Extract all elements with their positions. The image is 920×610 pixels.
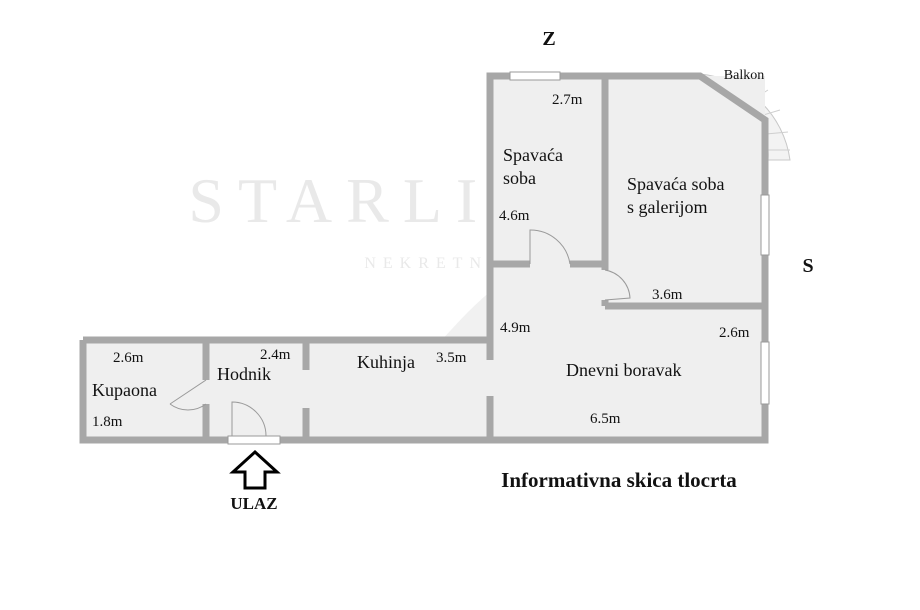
bathroom-dim-height: 1.8m <box>92 414 123 430</box>
bedroom1-label-line1: Spavaća <box>503 145 563 165</box>
living-dim-side: 2.6m <box>719 325 750 341</box>
living-label: Dnevni boravak <box>566 360 681 380</box>
living-dim-width: 6.5m <box>590 411 621 427</box>
bathroom-dim-width: 2.6m <box>113 350 144 366</box>
bedroom2-dim-width: 3.6m <box>652 287 683 303</box>
compass-north: Z <box>542 28 555 50</box>
hallway-dim-width: 2.4m <box>260 347 291 363</box>
kitchen-label: Kuhinja <box>357 352 415 372</box>
hallway-label: Hodnik <box>217 364 271 384</box>
floor-fill <box>83 76 765 440</box>
bedroom2-label-line2: s galerijom <box>627 197 707 217</box>
balcony-label: Balkon <box>724 68 764 83</box>
bedroom1-label-line2: soba <box>503 168 536 188</box>
kitchen-dim-width: 3.5m <box>436 350 467 366</box>
living-dim-height: 4.9m <box>500 320 531 336</box>
walls <box>79 72 769 444</box>
entrance-arrow-icon <box>229 449 281 490</box>
bedroom1-dim-width: 2.7m <box>552 92 583 108</box>
bathroom-label: Kupaona <box>92 380 157 400</box>
entrance-label: ULAZ <box>230 494 277 513</box>
bedroom1-dim-height: 4.6m <box>499 208 530 224</box>
bedroom2-label-line1: Spavaća soba <box>627 174 724 194</box>
windows <box>227 71 770 445</box>
compass-east: S <box>802 255 813 277</box>
plan-title: Informativna skica tlocrta <box>501 468 737 492</box>
door-swings <box>169 229 631 437</box>
